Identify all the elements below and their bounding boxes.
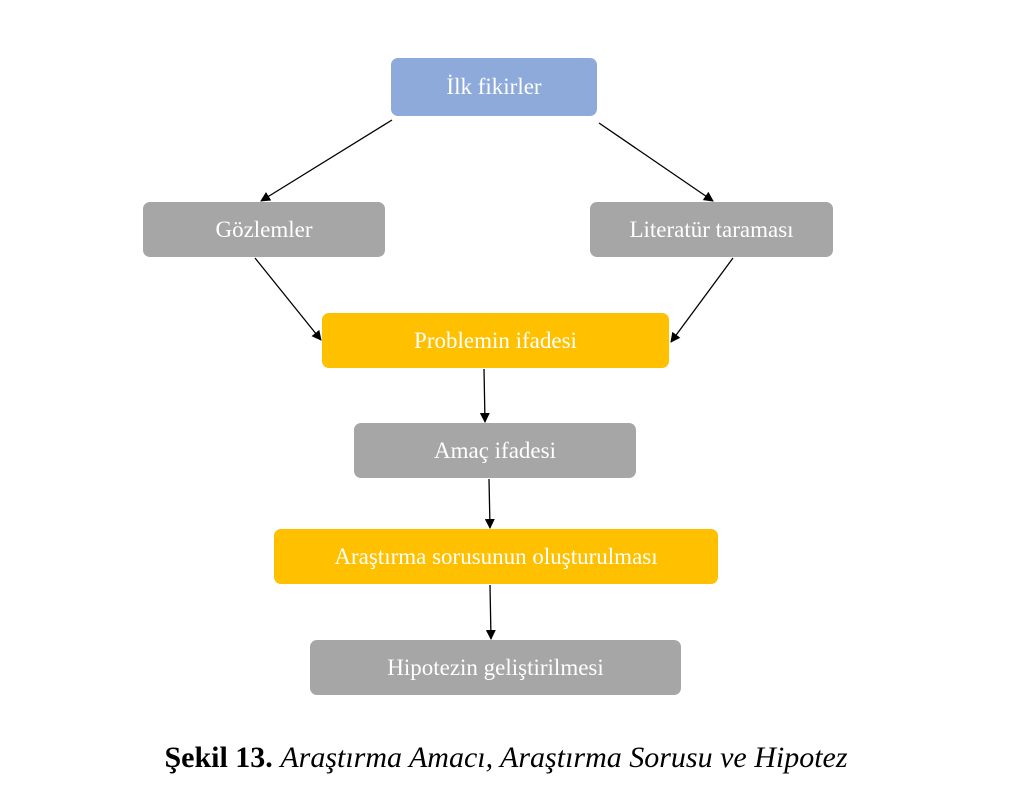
node-gozlemler: Gözlemler <box>143 202 385 257</box>
node-literatur-taramasi: Literatür taraması <box>590 202 833 257</box>
node-label: Araştırma sorusunun oluşturulması <box>334 543 658 569</box>
node-label: Literatür taraması <box>629 216 794 242</box>
node-problemin-ifadesi: Problemin ifadesi <box>322 313 669 368</box>
arrow-arastirma-sorusu-to-hipotez <box>485 584 496 640</box>
arrow-literatur-taramasi-to-problemin-ifadesi <box>670 257 734 343</box>
node-label: Gözlemler <box>215 216 313 242</box>
arrow-gozlemler-to-problemin-ifadesi <box>254 257 322 341</box>
caption-label: Şekil 13. <box>164 741 273 774</box>
node-label: Amaç ifadesi <box>434 437 556 463</box>
node-arastirma-sorusu: Araştırma sorusunun oluşturulması <box>274 529 718 584</box>
arrow-ilk-fikirler-to-gozlemler <box>260 119 393 202</box>
node-hipotez: Hipotezin geliştirilmesi <box>310 640 681 695</box>
arrow-amac-ifadesi-to-arastirma-sorusu <box>484 478 495 529</box>
node-label: Problemin ifadesi <box>414 327 577 353</box>
node-ilk-fikirler: İlk fikirler <box>391 58 597 116</box>
arrow-ilk-fikirler-to-literatur-taramasi <box>598 122 714 202</box>
figure-caption: Şekil 13. Araştırma Amacı, Araştırma Sor… <box>0 741 1012 775</box>
arrow-problemin-ifadesi-to-amac-ifadesi <box>479 368 490 423</box>
caption-text: Araştırma Amacı, Araştırma Sorusu ve Hip… <box>280 741 848 774</box>
node-label: İlk fikirler <box>446 74 542 99</box>
node-amac-ifadesi: Amaç ifadesi <box>354 423 636 478</box>
node-label: Hipotezin geliştirilmesi <box>387 654 604 680</box>
